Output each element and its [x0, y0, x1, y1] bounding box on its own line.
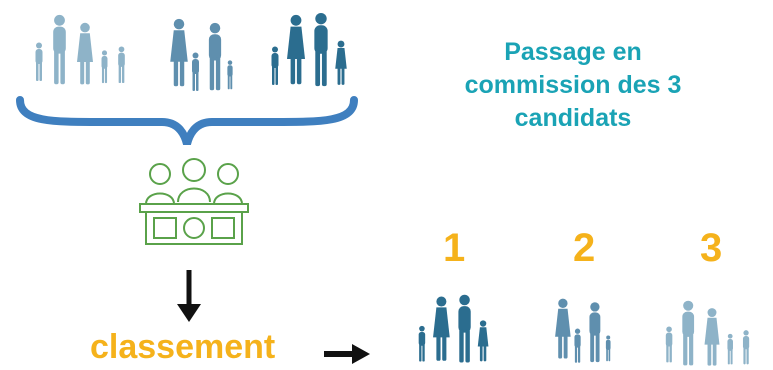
family-icon	[546, 292, 626, 366]
rank-3: 3	[700, 226, 723, 270]
diagram-title: Passage en commission des 3 candidats	[464, 38, 682, 132]
brace-icon	[12, 92, 362, 152]
result-label: classement	[90, 328, 276, 366]
rank-1: 1	[443, 226, 466, 270]
arrow-down-icon	[174, 268, 204, 324]
commission-panel-icon	[136, 150, 252, 250]
arrow-right-icon	[322, 342, 372, 366]
family-icon	[414, 292, 504, 368]
family-icon	[270, 10, 360, 92]
family-icon	[160, 12, 250, 94]
family-icon	[30, 12, 140, 87]
rank-2: 2	[573, 226, 596, 270]
family-icon	[660, 298, 764, 368]
